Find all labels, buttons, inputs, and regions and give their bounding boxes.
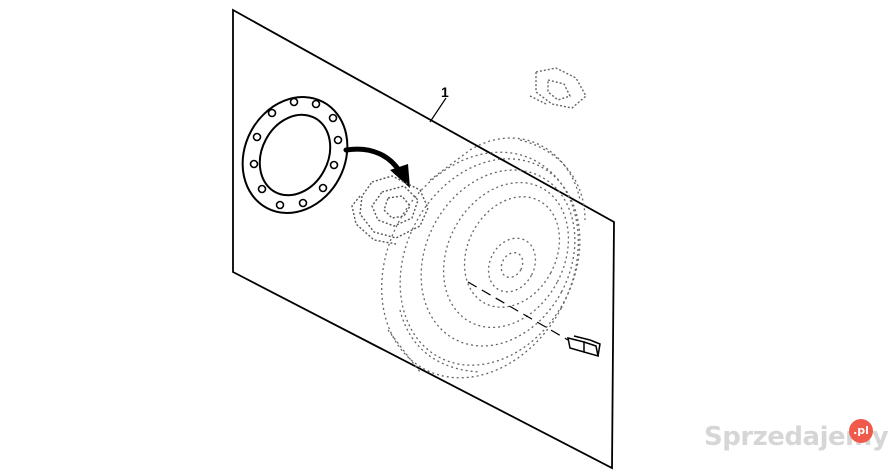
bolt: [567, 335, 601, 358]
install-arrow: [343, 146, 410, 188]
hub-assembly: [351, 175, 429, 245]
bolt-ring-flange: [241, 96, 349, 214]
mounting-bracket: [529, 67, 587, 109]
callout-leader-line: [429, 97, 447, 123]
callout-label-1: 1: [441, 84, 449, 100]
wheel-rotor: [381, 137, 586, 379]
bolt-centerline: [467, 281, 569, 341]
watermark-badge: .pl: [849, 419, 873, 443]
panel-outline: [232, 8, 615, 470]
